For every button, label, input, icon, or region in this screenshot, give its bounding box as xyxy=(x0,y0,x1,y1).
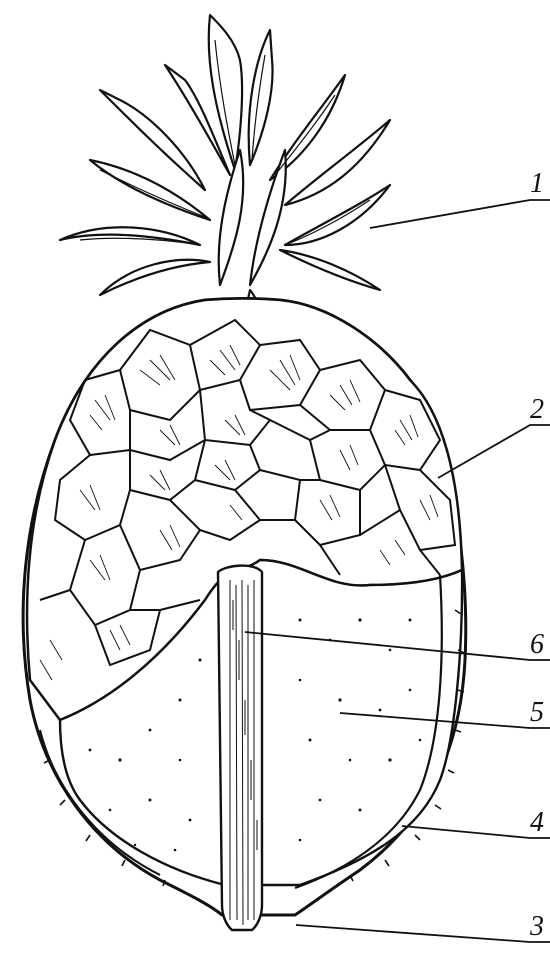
callout-5: 5 xyxy=(530,697,544,728)
leader-line-1 xyxy=(370,200,550,228)
leader-line-4 xyxy=(402,826,550,838)
central-core xyxy=(218,566,262,930)
callout-3: 3 xyxy=(529,911,544,942)
callout-4: 4 xyxy=(530,807,544,838)
callout-2: 2 xyxy=(530,394,544,425)
leader-line-3 xyxy=(296,925,550,942)
callout-1: 1 xyxy=(530,168,544,199)
leader-line-2 xyxy=(438,425,550,478)
callout-6: 6 xyxy=(530,629,544,660)
callout-labels: 1 2 6 5 4 3 xyxy=(529,168,544,942)
